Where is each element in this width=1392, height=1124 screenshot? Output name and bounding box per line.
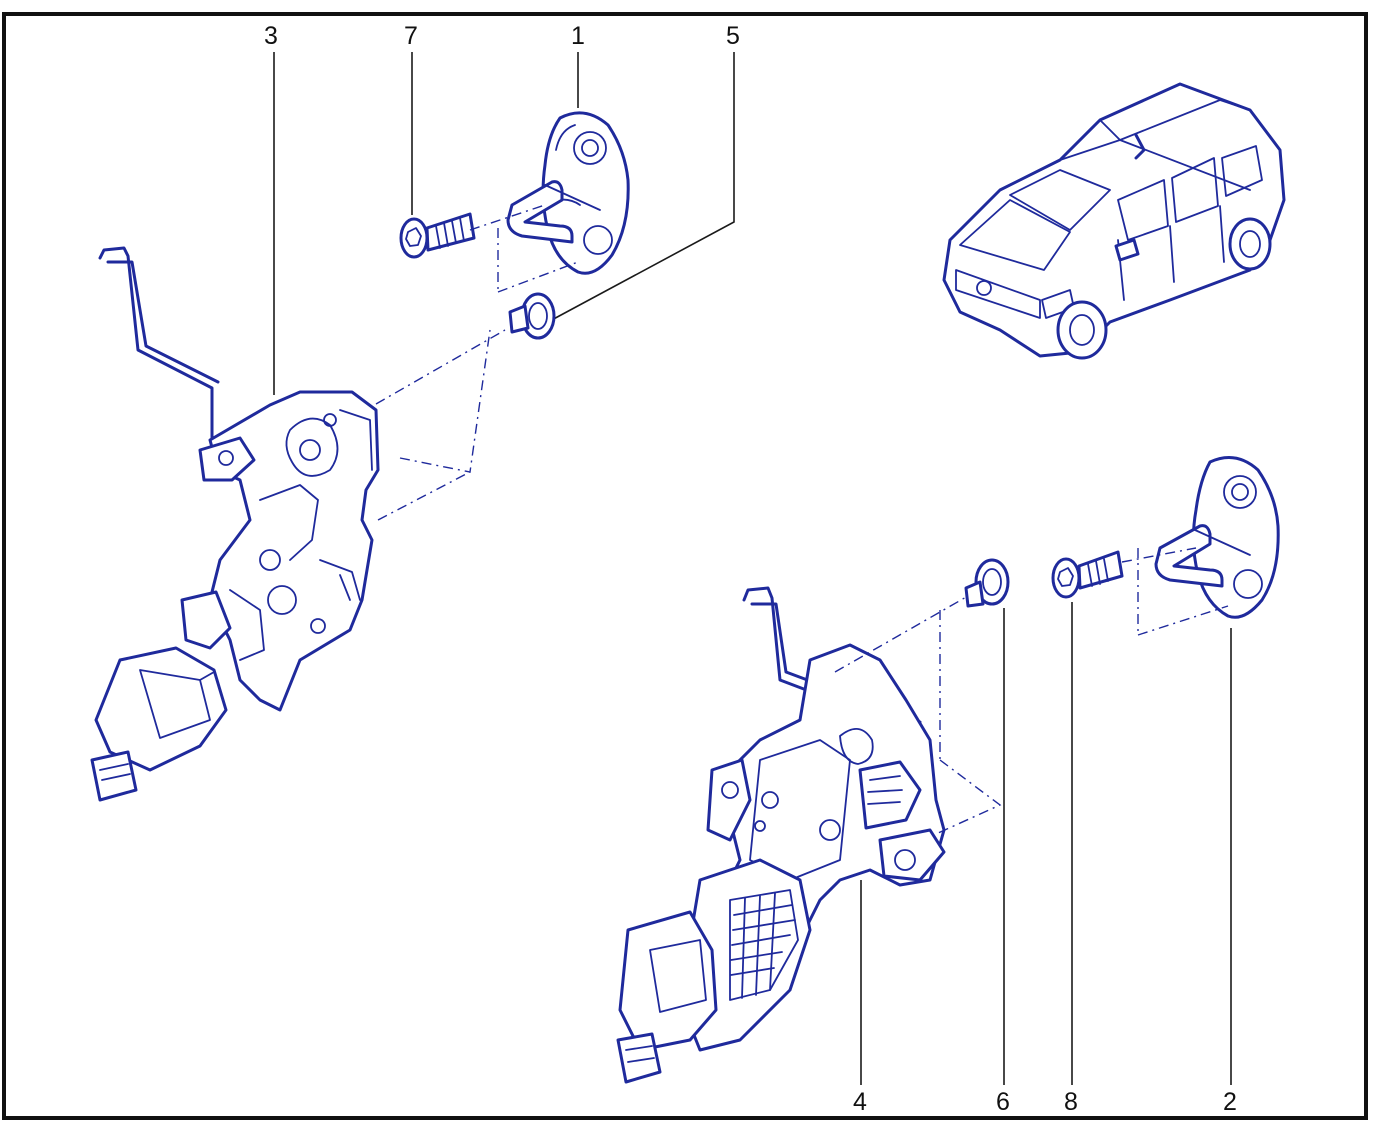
door-lock-3	[90, 246, 380, 802]
callout-5-label: 5	[726, 22, 740, 50]
actuator-grille	[729, 889, 799, 1001]
callout-5-leader	[547, 52, 735, 323]
striker-plate-1	[506, 111, 630, 275]
bolt-8	[1051, 550, 1124, 599]
door-lock-4	[616, 586, 946, 1084]
callout-1-label: 1	[571, 22, 585, 50]
bolt-7	[399, 212, 476, 259]
callout-6-label: 6	[996, 1088, 1010, 1116]
callout-8-label: 8	[1064, 1088, 1078, 1116]
callout-4-label: 4	[853, 1088, 867, 1116]
vehicle-reference-icon	[942, 82, 1286, 360]
callout-2-label: 2	[1223, 1088, 1237, 1116]
callout-7-label: 7	[404, 22, 418, 50]
nut-6	[964, 558, 1010, 608]
striker-plate-2	[1154, 456, 1280, 619]
assembly-lines-rear	[834, 547, 1229, 835]
diagram-frame	[2, 12, 1368, 1120]
callout-3-label: 3	[264, 22, 278, 50]
callouts: 3 7 1 5 4 6 8 2	[264, 22, 1237, 1116]
nut-5	[508, 292, 556, 340]
assembly-lines-front	[375, 204, 579, 521]
